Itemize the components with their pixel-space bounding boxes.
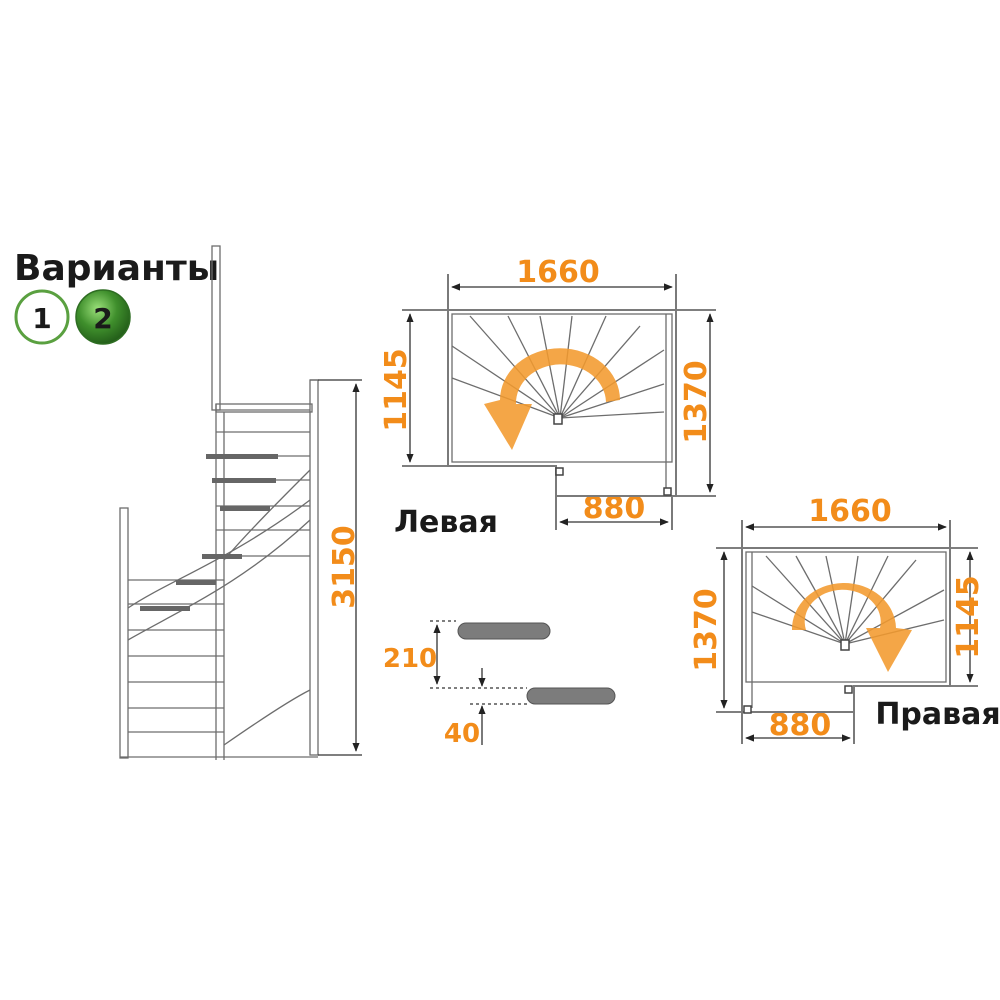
- winder-line: [559, 411, 665, 419]
- height-dimension: 3150: [318, 379, 362, 756]
- winder-line: [539, 315, 561, 419]
- direction-arrow-left: [484, 348, 620, 450]
- plan-right-height-left: 1370: [689, 588, 724, 672]
- step-tread-lower: [526, 687, 616, 705]
- variant-option-2[interactable]: 2: [75, 289, 131, 345]
- plan-right: 1660 1370 1145 880 Правая: [689, 494, 1000, 744]
- step-thickness-value: 40: [444, 719, 480, 749]
- plan-right-height-right: 1145: [951, 575, 986, 659]
- winder-line: [844, 555, 889, 645]
- plan-right-label: Правая: [875, 697, 1000, 732]
- side-tread-dark: [140, 606, 190, 611]
- plan-left-height-left: 1145: [379, 348, 414, 432]
- side-tread-dark: [176, 580, 216, 585]
- variants-title: Варианты: [14, 248, 219, 289]
- side-tread-dark: [220, 506, 270, 511]
- winder-line: [844, 555, 859, 645]
- winder-line: [825, 555, 846, 645]
- plan-left-label: Левая: [394, 505, 498, 540]
- plan-right-width-bottom: 880: [769, 708, 832, 743]
- step-tread-upper: [457, 622, 551, 640]
- winder-line: [559, 315, 573, 419]
- side-tread-dark: [202, 554, 242, 559]
- step-detail: 210 40: [383, 620, 616, 749]
- plan-right-width-top: 1660: [808, 494, 892, 529]
- variant-option-1-label: 1: [32, 302, 51, 335]
- variant-option-2-label: 2: [93, 302, 112, 335]
- variant-option-1[interactable]: 1: [14, 289, 70, 345]
- plan-left-height-right: 1370: [679, 360, 714, 444]
- winder-line: [844, 589, 945, 645]
- height-dimension-value: 3150: [327, 525, 362, 609]
- direction-arrow-right: [791, 582, 912, 672]
- side-tread-dark: [206, 454, 278, 459]
- variants-block: Варианты 1 2: [14, 248, 219, 345]
- side-view-drawing: [119, 245, 319, 760]
- side-tread-dark: [212, 478, 276, 483]
- winder-line: [795, 555, 846, 645]
- step-rise-value: 210: [383, 644, 437, 674]
- plan-left-width-top: 1660: [516, 255, 600, 290]
- plan-left: 1660 1145 1370 880 Левая: [379, 255, 716, 540]
